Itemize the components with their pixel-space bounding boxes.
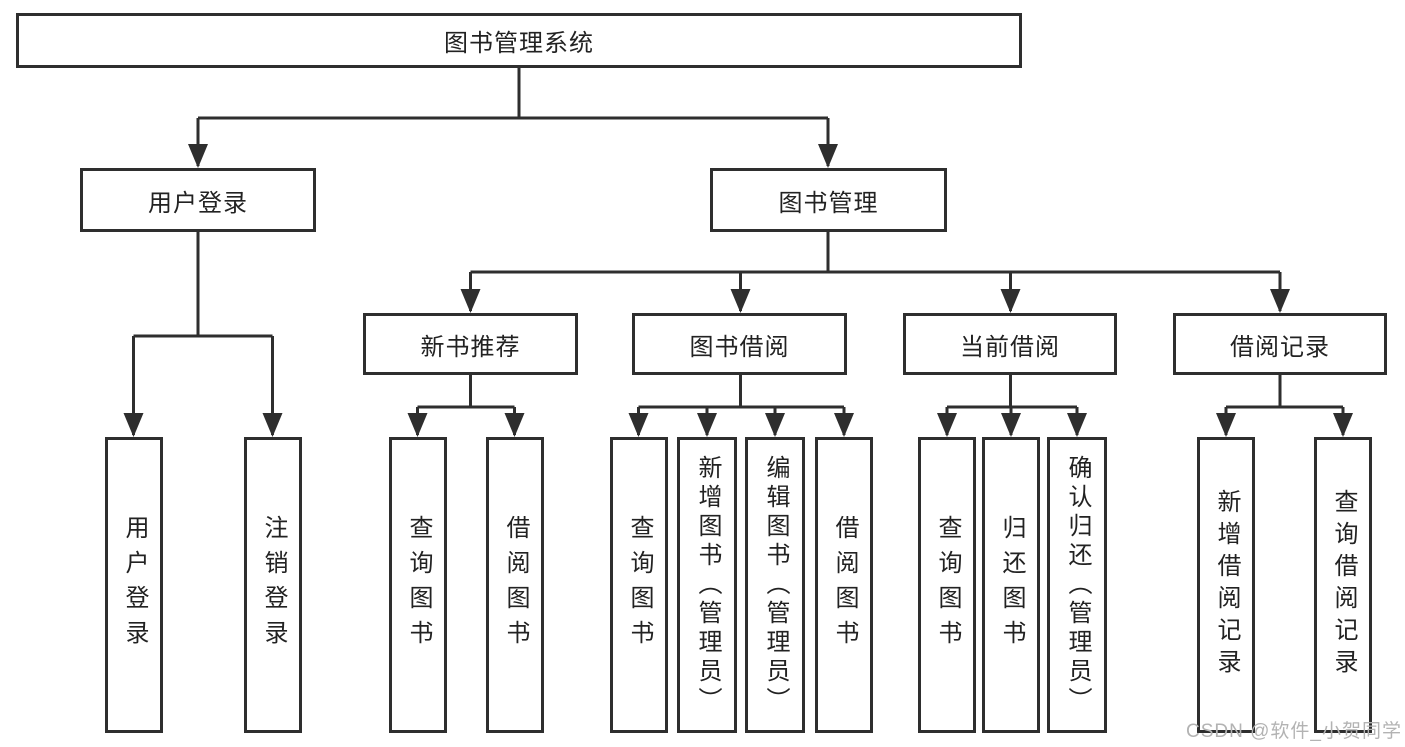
arrowhead — [1270, 289, 1290, 313]
node-label: 查询借阅记录 — [1330, 489, 1357, 681]
node-logout-login: 注销登录 — [244, 437, 302, 733]
connector-current-borrowing-branch — [945, 375, 1079, 435]
node-label: 查询图书 — [626, 515, 653, 655]
arrowhead — [1216, 413, 1236, 437]
node-nbr-query-books: 查询图书 — [389, 437, 447, 733]
node-label: 用户登录 — [148, 189, 248, 217]
csdn-watermark: CSDN @软件_小贺同学 — [1186, 721, 1402, 742]
arrowhead — [697, 413, 717, 437]
connector-new-book-recommend-branch — [416, 375, 516, 435]
node-borrowing-records: 借阅记录 — [1173, 313, 1387, 375]
node-cb-confirm-return-admin: 确认归还（管理员） — [1047, 437, 1107, 733]
arrowhead — [123, 413, 144, 437]
arrowhead — [1001, 413, 1021, 437]
node-book-borrowing: 图书借阅 — [632, 313, 847, 375]
node-user-login-group: 用户登录 — [80, 168, 316, 232]
arrowhead — [1333, 413, 1353, 437]
node-nbr-borrow-books: 借阅图书 — [486, 437, 544, 733]
arrowhead — [628, 413, 649, 437]
node-label: 当前借阅 — [960, 333, 1060, 361]
node-bb-query-books: 查询图书 — [610, 437, 668, 733]
arrowhead — [188, 144, 208, 168]
node-label: 用户登录 — [121, 515, 148, 655]
node-br-add-record: 新增借阅记录 — [1197, 437, 1255, 733]
node-label: 图书管理 — [778, 189, 879, 217]
connector-root-to-level2 — [196, 68, 830, 166]
node-label: 查询图书 — [934, 515, 961, 655]
node-label: 图书借阅 — [689, 333, 790, 361]
node-br-query-record: 查询借阅记录 — [1314, 437, 1372, 733]
node-new-book-recommend: 新书推荐 — [363, 313, 578, 375]
node-bb-borrow-books: 借阅图书 — [815, 437, 873, 733]
node-cb-return-books: 归还图书 — [982, 437, 1040, 733]
connector-book-borrowing-branch — [637, 375, 846, 435]
arrowhead — [504, 413, 525, 437]
node-label: 新增借阅记录 — [1213, 489, 1240, 681]
node-label: 借阅记录 — [1230, 333, 1330, 361]
connector-user-login-branch — [132, 232, 274, 435]
arrowhead — [407, 413, 428, 437]
arrowhead — [1067, 413, 1087, 437]
arrowhead — [730, 289, 751, 313]
arrowhead — [460, 289, 481, 313]
node-label: 图书管理系统 — [444, 30, 594, 57]
node-bb-edit-books-admin: 编辑图书（管理员） — [745, 437, 805, 733]
node-current-borrowing: 当前借阅 — [903, 313, 1117, 375]
node-cb-query-books: 查询图书 — [918, 437, 976, 733]
node-label: 归还图书 — [998, 515, 1025, 655]
node-user-login: 用户登录 — [105, 437, 163, 733]
arrowhead — [937, 413, 957, 437]
arrowhead — [262, 413, 283, 437]
node-library-management-system: 图书管理系统 — [16, 13, 1022, 68]
arrowhead — [818, 144, 838, 168]
connector-borrowing-records-branch — [1224, 375, 1345, 435]
arrowhead — [1000, 289, 1021, 313]
node-label: 查询图书 — [405, 515, 432, 655]
node-label: 借阅图书 — [831, 515, 858, 655]
connector-book-management-branch — [469, 232, 1282, 311]
node-label: 编辑图书（管理员） — [762, 454, 789, 716]
node-book-management: 图书管理 — [710, 168, 947, 232]
node-label: 借阅图书 — [502, 515, 529, 655]
node-label: 注销登录 — [260, 515, 287, 655]
arrowhead — [834, 413, 854, 437]
node-label: 确认归还（管理员） — [1064, 454, 1091, 716]
arrowhead — [765, 413, 785, 437]
node-label: 新书推荐 — [420, 333, 521, 361]
node-bb-add-books-admin: 新增图书（管理员） — [677, 437, 737, 733]
node-label: 新增图书（管理员） — [694, 454, 721, 716]
